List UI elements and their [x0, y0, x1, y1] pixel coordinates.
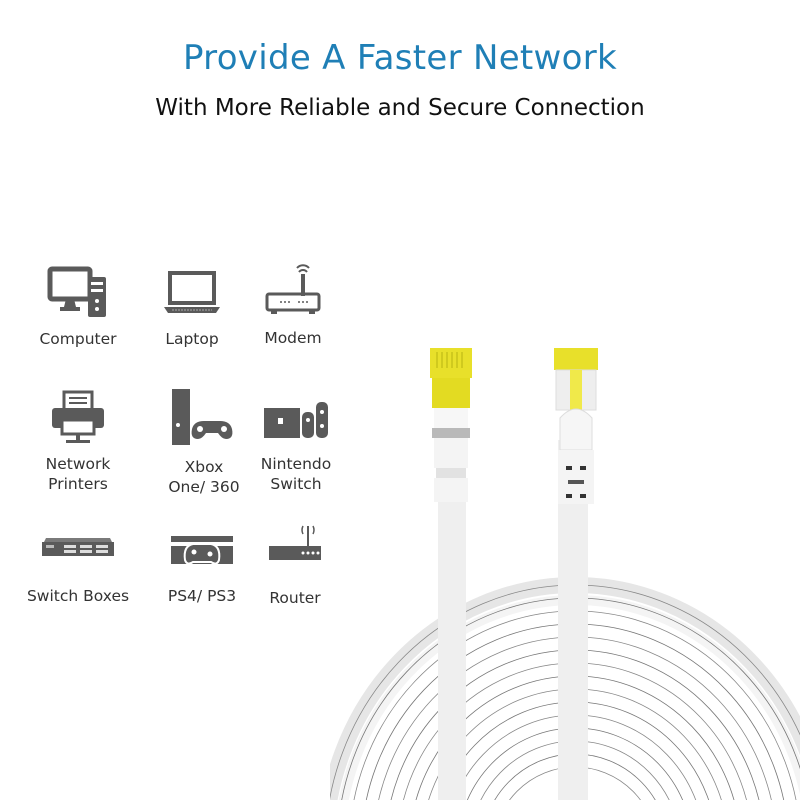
gamepad-icon: [171, 536, 233, 565]
device-label: Computer: [39, 330, 117, 348]
subheadline: With More Reliable and Secure Connection: [155, 95, 645, 121]
device-laptop: Laptop: [132, 265, 252, 349]
device-label: Network Printers: [45, 455, 111, 493]
xbox-icon: [172, 389, 233, 445]
computer-icon: [47, 266, 106, 317]
device-label: Xbox One/ 360: [168, 458, 240, 496]
modem-icon: [265, 264, 321, 314]
device-switch-boxes: Switch Boxes: [18, 528, 138, 606]
device-modem: Modem: [233, 260, 353, 348]
rj45-connector-right: [554, 348, 598, 504]
device-network-printers: Network Printers: [18, 390, 138, 494]
ethernet-cable-image: [330, 348, 800, 800]
rj45-connector-left: [430, 348, 472, 502]
router-icon: [269, 525, 321, 560]
device-computer: Computer: [18, 265, 138, 349]
network-switch-icon: [42, 538, 114, 556]
device-label: Switch Boxes: [26, 587, 130, 605]
device-nintendo-switch: Nintendo Switch: [236, 390, 356, 494]
headline: Provide A Faster Network: [182, 38, 618, 78]
nintendo-switch-icon: [264, 402, 328, 438]
device-label: Modem: [264, 329, 322, 347]
device-label: Laptop: [165, 330, 219, 348]
device-label: Router: [269, 589, 321, 607]
device-xbox: Xbox One/ 360: [144, 385, 264, 497]
printer-icon: [52, 390, 104, 443]
device-label: Nintendo Switch: [260, 455, 332, 493]
laptop-icon: [164, 271, 220, 313]
device-label: PS4/ PS3: [167, 587, 237, 605]
device-router: Router: [235, 520, 355, 608]
device-ps4-ps3: PS4/ PS3: [142, 530, 262, 606]
